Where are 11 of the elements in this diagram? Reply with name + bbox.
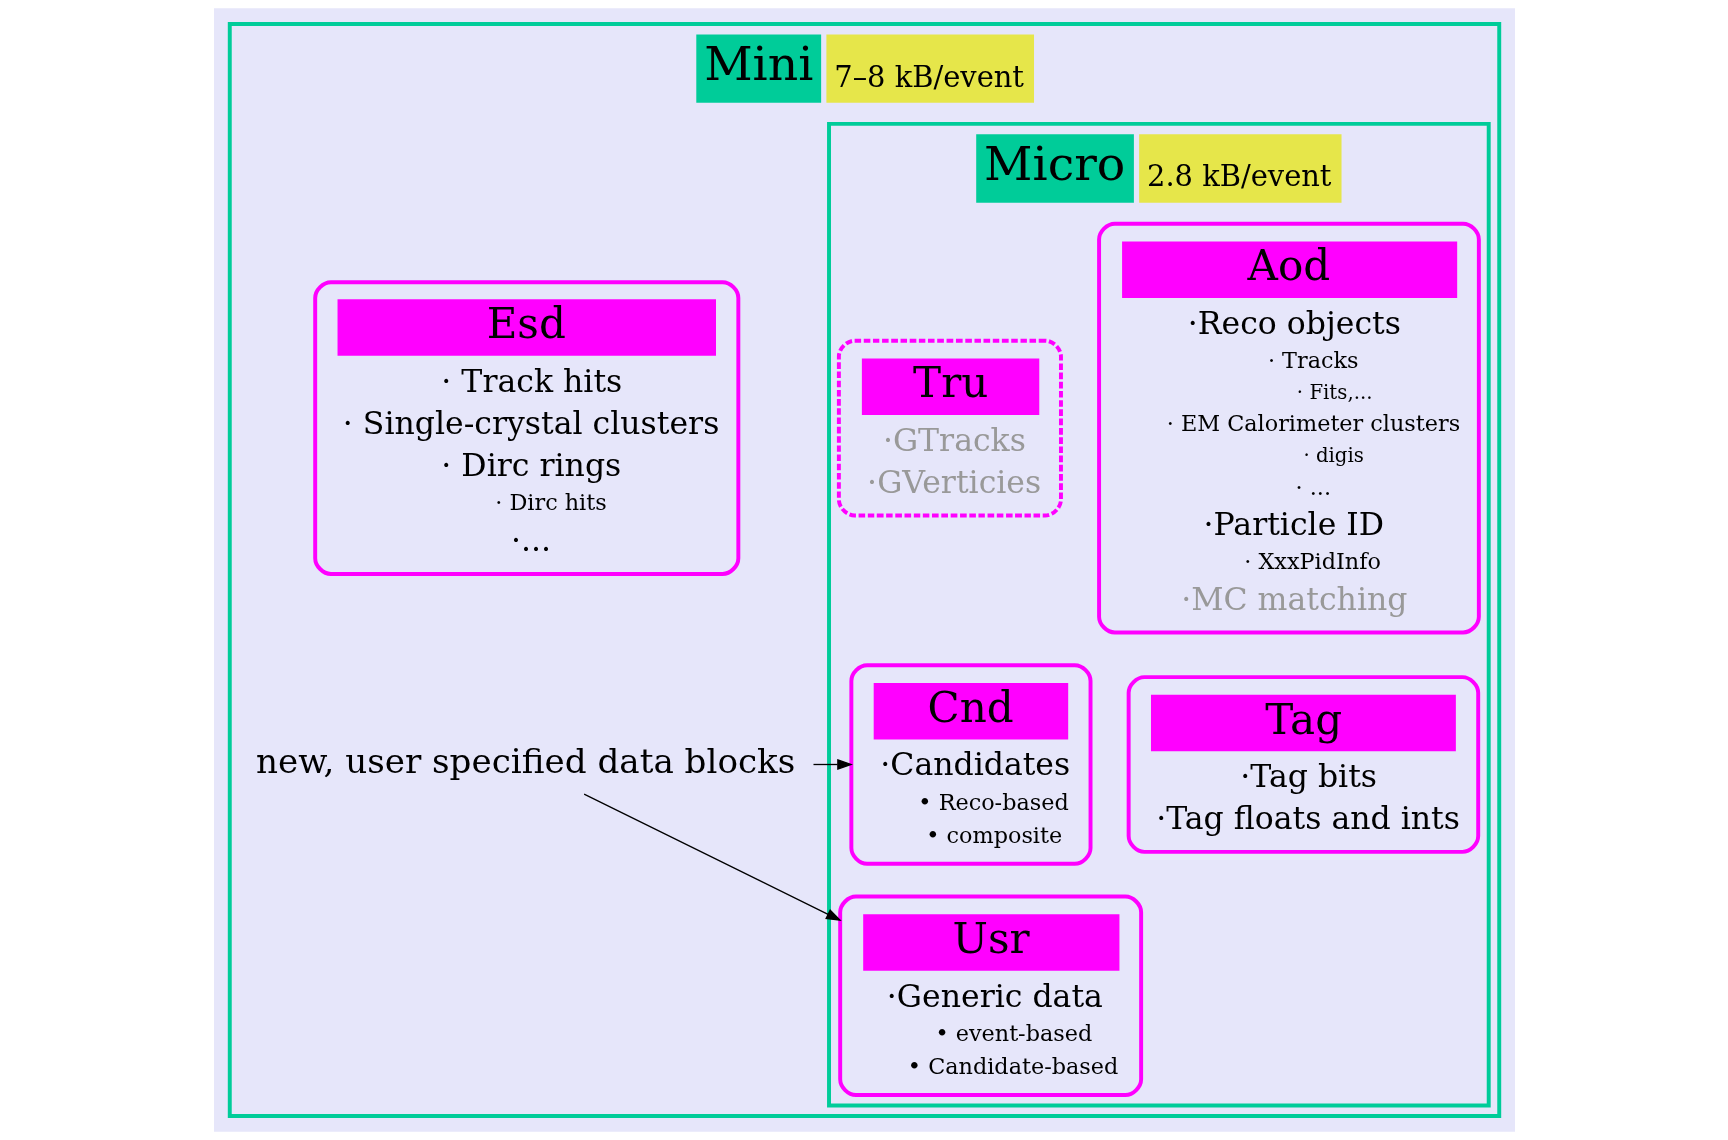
node-box: Cnd ·Candidates • Reco-based • composite <box>848 663 1092 866</box>
arrow <box>582 793 842 922</box>
node-box: Usr ·Generic data • event-based • Candidate-based <box>837 894 1143 1097</box>
node-label: 2.8 kB/event <box>1146 159 1331 194</box>
node-text: new, user specified data blocks <box>255 741 795 782</box>
node-box: Tru ·GTracks ·GVerticies <box>836 338 1063 518</box>
node-label: 7–8 kB/event <box>833 59 1024 94</box>
node-box: Aod ·Reco objects · Tracks · Fits,... · EM Calorimeter clusters · digis · ... ·Particle ID · XxxPidInfo ·MC matching <box>1096 221 1481 635</box>
node-box: Tag ·Tag bits ·Tag floats and ints <box>1126 675 1480 854</box>
node-box: Esd · Track hits · Single-crystal clusters · Dirc rings · Dirc hits ·... <box>312 280 740 576</box>
arrow <box>812 758 853 770</box>
